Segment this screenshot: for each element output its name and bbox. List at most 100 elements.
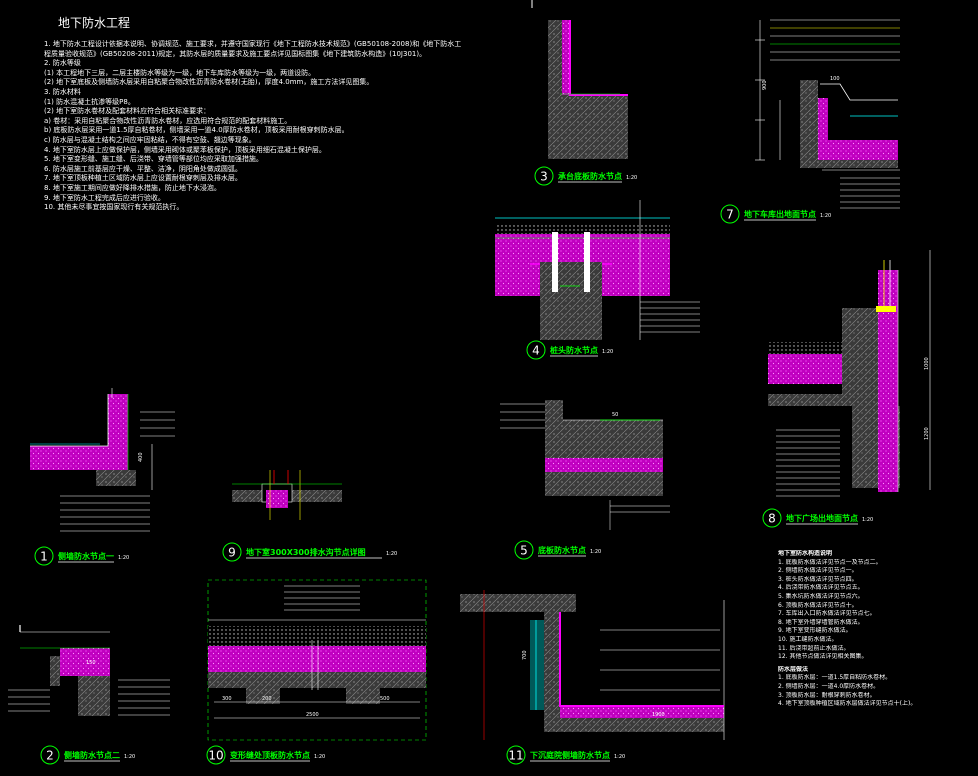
detail-7-drawing bbox=[755, 19, 900, 209]
detail-caption-10: 10 变形缝处顶板防水节点 1:20 bbox=[206, 745, 325, 765]
detail-scale: 1:20 bbox=[614, 754, 625, 760]
detail-number-circle bbox=[40, 745, 60, 765]
detail-3-drawing bbox=[548, 20, 628, 159]
dim-d200-a: 200 bbox=[262, 696, 272, 702]
detail-9-drawing bbox=[232, 470, 342, 520]
detail-number: 5 bbox=[520, 544, 528, 558]
detail-caption-1: 1 侧墙防水节点一 1:20 bbox=[34, 546, 129, 566]
side-note-line: 1. 底板防水做法详见节点一及节点二。 bbox=[778, 558, 882, 566]
side-note-line: 2. 侧墙防水做法详见节点一。 bbox=[778, 567, 858, 575]
detail-number-circle bbox=[506, 745, 526, 765]
side-note2-line: 3. 顶板防水层：耐根穿刺防水卷材。 bbox=[778, 691, 876, 699]
detail-1-drawing bbox=[30, 388, 175, 532]
dim-d1900: 1900 bbox=[652, 712, 665, 718]
detail-caption-11: 11 下沉庭院侧墙防水节点 1:20 bbox=[506, 745, 625, 765]
detail-caption-9: 9 地下室300X300排水沟节点详图 1:20 bbox=[222, 542, 397, 562]
dim-d100: 100 bbox=[830, 76, 840, 82]
detail-5-drawing bbox=[500, 400, 670, 530]
general-note-line: 10. 其他未尽事宜按国家现行有关规范执行。 bbox=[44, 203, 184, 212]
general-note-line: 4. 地下室防水层上应做保护层，侧墙采用砌体或聚苯板保护，顶板采用细石混凝土保护… bbox=[44, 145, 326, 154]
detail-scale: 1:20 bbox=[314, 754, 325, 760]
side-notes-title: 地下室防水构造说明 bbox=[778, 550, 833, 557]
dim-d900: 900 bbox=[762, 80, 768, 90]
detail-number-circle bbox=[534, 166, 554, 186]
detail-number: 8 bbox=[768, 512, 776, 526]
detail-number: 1 bbox=[40, 550, 48, 564]
detail-8-drawing bbox=[768, 250, 931, 497]
side-note-line: 3. 桩头防水做法详见节点四。 bbox=[778, 575, 858, 583]
detail-number-circle bbox=[526, 340, 546, 360]
detail-scale: 1:20 bbox=[820, 213, 831, 219]
general-note-line: 2. 防水等级 bbox=[44, 59, 81, 68]
dim-d400-a: 400 bbox=[138, 452, 144, 462]
detail-label: 变形缝处顶板防水节点 bbox=[230, 750, 310, 760]
general-notes: 1. 地下防水工程设计依据本说明、协调规范、施工要求，并遵守国家现行《地下工程防… bbox=[44, 40, 474, 213]
detail-number: 4 bbox=[532, 344, 540, 358]
dim-d300: 300 bbox=[222, 696, 232, 702]
side-note2-line: 1. 底板防水层：一道1.5厚自粘防水卷材。 bbox=[778, 674, 892, 682]
dim-d700: 700 bbox=[522, 650, 528, 660]
dim-d1000: 1000 bbox=[924, 357, 930, 370]
detail-scale: 1:20 bbox=[386, 551, 397, 557]
general-note-line: 6. 防水层施工前基层应干燥、平整、洁净，阴阳角处做成圆弧。 bbox=[44, 164, 242, 173]
general-note-line: 1. 地下防水工程设计依据本说明、协调规范、施工要求，并遵守国家现行《地下工程防… bbox=[44, 40, 462, 48]
general-note-line: b) 底板防水层采用一道1.5厚自粘卷材，侧墙采用一道4.0厚防水卷材，顶板采用… bbox=[44, 126, 349, 135]
detail-4-drawing bbox=[495, 200, 700, 340]
general-note-line: 8. 地下室施工期间应做好降排水措施，防止地下水浸泡。 bbox=[44, 183, 221, 192]
general-note-line: c) 防水层与混凝土结构之间应牢固粘结，不得有空鼓、翘边等现象。 bbox=[44, 135, 256, 144]
detail-label: 侧墙防水节点二 bbox=[64, 750, 120, 760]
dim-d2500: 2500 bbox=[306, 712, 319, 718]
detail-number-circle bbox=[514, 540, 534, 560]
side-note-line: 7. 车库出入口防水做法详见节点七。 bbox=[778, 610, 876, 618]
side-note-line: 6. 顶板防水做法详见节点十。 bbox=[778, 601, 858, 609]
detail-label: 下沉庭院侧墙防水节点 bbox=[530, 750, 610, 760]
general-note-line: (2) 地下室底板及侧墙防水层采用自粘聚合物改性沥青防水卷材(无胎)，厚度4.0… bbox=[44, 78, 374, 87]
detail-2-drawing bbox=[8, 625, 170, 716]
detail-number-circle bbox=[222, 542, 242, 562]
detail-scale: 1:20 bbox=[626, 175, 637, 181]
general-note-line: 5. 地下室变形缝、施工缝、后浇带、穿墙管等部位均应采取加强措施。 bbox=[44, 155, 263, 164]
detail-number: 11 bbox=[508, 749, 523, 763]
detail-number-circle bbox=[720, 204, 740, 224]
detail-number-circle bbox=[34, 546, 54, 566]
side-note-line: 5. 集水坑防水做法详见节点六。 bbox=[778, 592, 864, 600]
detail-scale: 1:20 bbox=[602, 349, 613, 355]
side-note-line: 12. 其他节点做法详见相关图集。 bbox=[778, 653, 868, 661]
general-note-line: (1) 本工程地下三层，二层主楼防水等级为一级，地下车库防水等级为一级，两道设防… bbox=[44, 68, 316, 77]
dim-d1200: 1200 bbox=[924, 427, 930, 440]
general-note-line: (1) 防水混凝土抗渗等级P8。 bbox=[44, 97, 135, 106]
detail-label: 地下广场出地面节点 bbox=[786, 513, 858, 523]
dim-d500: 500 bbox=[380, 696, 390, 702]
detail-number: 9 bbox=[228, 546, 236, 560]
side-note2-line: 2. 侧墙防水层：一道4.0厚防水卷材。 bbox=[778, 682, 880, 690]
detail-number: 7 bbox=[726, 208, 734, 222]
detail-10-drawing bbox=[207, 579, 427, 741]
detail-scale: 1:20 bbox=[118, 555, 129, 561]
dim-d50: 50 bbox=[612, 412, 618, 418]
side-note-line: 4. 后浇带防水做法详见节点五。 bbox=[778, 584, 864, 592]
detail-label: 地下室300X300排水沟节点详图 bbox=[246, 547, 366, 557]
side-note-line: 10. 施工缝防水做法。 bbox=[778, 635, 838, 643]
detail-label: 侧墙防水节点一 bbox=[58, 551, 114, 561]
side-note-line: 9. 地下室变形缝防水做法。 bbox=[778, 627, 852, 635]
detail-caption-4: 4 桩头防水节点 1:20 bbox=[526, 340, 613, 360]
detail-number-circle bbox=[206, 745, 226, 765]
side-note2-line: 4. 地下室顶板种植区域防水层做法详见节点十(上)。 bbox=[778, 700, 917, 708]
detail-number: 2 bbox=[46, 749, 54, 763]
detail-label: 桩头防水节点 bbox=[550, 345, 598, 355]
general-note-line: 7. 地下室顶板种植土区域防水层上应设置耐根穿刺层及排水层。 bbox=[44, 174, 242, 183]
detail-11-drawing bbox=[460, 590, 725, 740]
general-note-line: a) 卷材：采用自粘聚合物改性沥青防水卷材，应选用符合规范的配套材料施工。 bbox=[44, 116, 292, 125]
detail-number-circle bbox=[762, 508, 782, 528]
side-note-line: 11. 后浇带超前止水做法。 bbox=[778, 644, 850, 652]
general-note-line: 程质量验收规范》(GB50208-2011)规定，其防水层的质量要求及施工要点详… bbox=[44, 49, 427, 58]
side-notes2-title: 防水层做法 bbox=[778, 665, 809, 673]
general-note-line: 9. 地下室防水工程完成后应进行验收。 bbox=[44, 193, 165, 202]
detail-number: 10 bbox=[208, 749, 223, 763]
